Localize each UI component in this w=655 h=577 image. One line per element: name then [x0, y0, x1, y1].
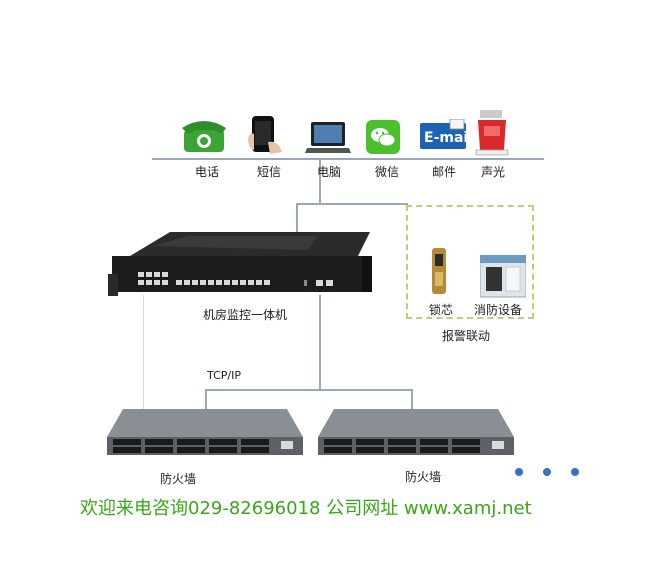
left-vertical-line	[143, 295, 144, 410]
left-branch-line	[296, 203, 298, 237]
monitoring-appliance	[108, 228, 378, 300]
alarm-item-lock-label: 锁芯	[429, 303, 454, 317]
alarm-linkage-caption: 报警联动	[442, 329, 491, 343]
laptop-icon	[305, 120, 351, 156]
branch-horizontal-line	[296, 203, 408, 205]
computer-drop-line	[319, 160, 321, 204]
alarm-light-icon	[474, 110, 510, 156]
telephone-icon	[180, 116, 230, 154]
decorative-dot-1	[515, 468, 523, 476]
mobile-phone-icon	[244, 112, 288, 156]
email-icon: E-mail	[420, 118, 473, 155]
firewall-left-drop	[205, 389, 207, 409]
firewall-bus-line	[205, 389, 413, 391]
alarm-linkage-box	[406, 205, 534, 319]
wechat-icon	[366, 120, 400, 154]
main-unit-label: 机房监控一体机	[203, 308, 288, 322]
firewall-right-drop	[411, 389, 413, 409]
alarm-item-fire-label: 消防设备	[474, 303, 523, 317]
door-lock-icon	[428, 248, 450, 296]
svg-text:E-mail: E-mail	[424, 130, 466, 146]
main-down-line	[319, 295, 321, 390]
firewall-left-label: 防火墙	[160, 472, 197, 486]
device-label-telephone: 电话	[195, 165, 220, 179]
device-label-sms: 短信	[257, 165, 282, 179]
decorative-dot-3	[571, 468, 579, 476]
contact-footer: 欢迎来电咨询029-82696018 公司网址 www.xamj.net	[80, 498, 532, 519]
firewall-device-left	[105, 407, 305, 457]
firewall-device-right	[316, 407, 516, 457]
device-label-email: 邮件	[432, 165, 457, 179]
network-label: TCP/IP	[207, 369, 241, 382]
device-label-alarm-light: 声光	[481, 165, 506, 179]
firewall-right-label: 防火墙	[405, 470, 442, 484]
fire-equipment-icon	[479, 254, 527, 299]
device-label-computer: 电脑	[317, 165, 342, 179]
decorative-dot-2	[543, 468, 551, 476]
device-label-wechat: 微信	[375, 165, 400, 179]
top-bus-line	[152, 158, 544, 160]
